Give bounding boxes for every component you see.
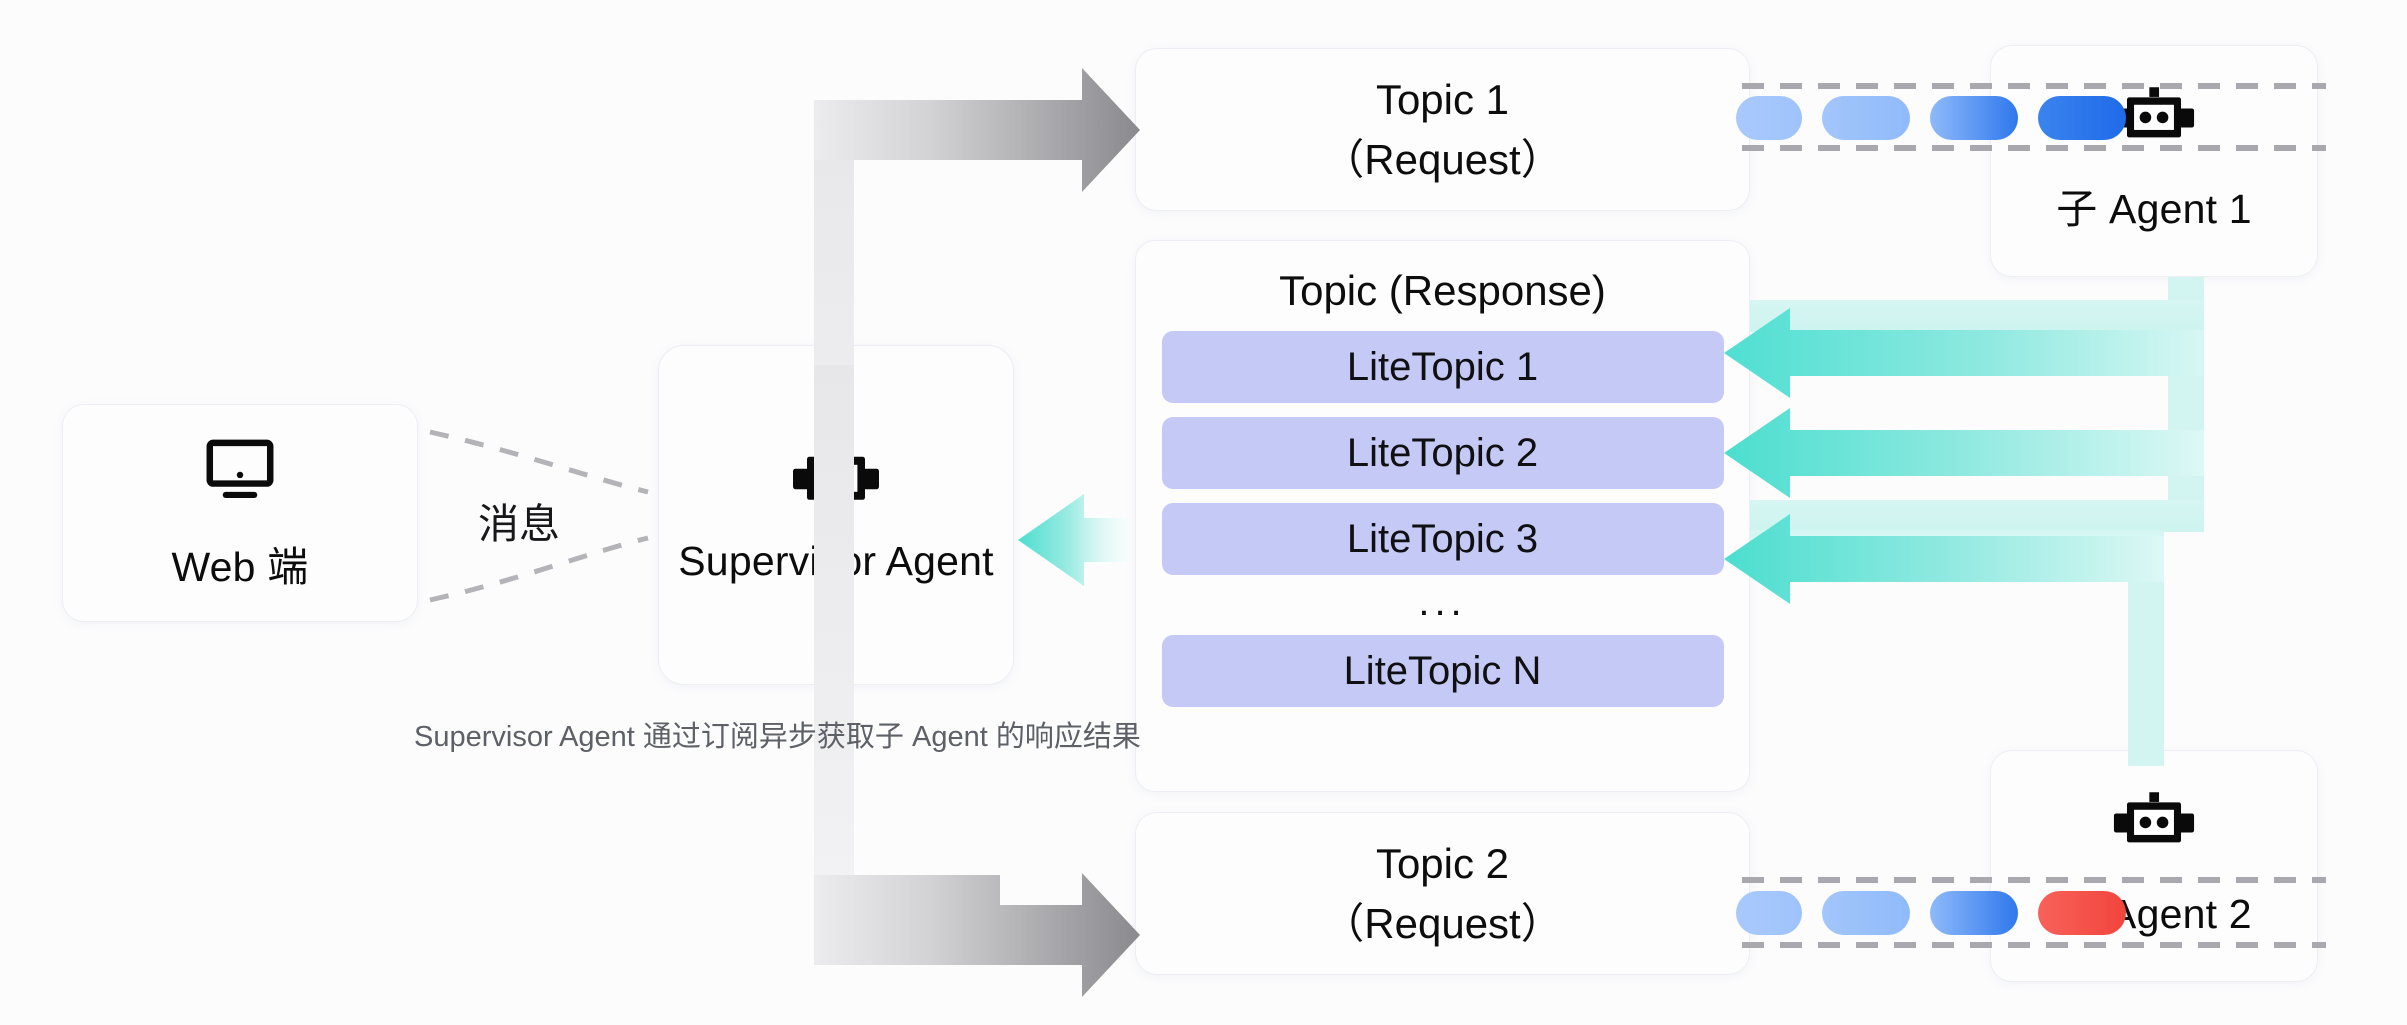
teal-arrow-litetopic-3: [1724, 514, 2164, 604]
topic-1-request-box[interactable]: Topic 1 （Request）: [1135, 48, 1750, 211]
litetopic-item[interactable]: LiteTopic N: [1161, 635, 1724, 707]
diagram-caption: Supervisor Agent 通过订阅异步获取子 Agent 的响应结果: [414, 721, 1141, 753]
node-label: Supervisor Agent: [678, 537, 994, 584]
teal-arrow-into-supervisor: [1018, 494, 1132, 586]
node-web-client[interactable]: Web 端: [62, 404, 418, 622]
message-label: 消息: [478, 501, 560, 547]
litetopic-item[interactable]: LiteTopic 1: [1161, 331, 1724, 403]
litetopic-item[interactable]: LiteTopic 2: [1161, 417, 1724, 489]
node-supervisor-agent[interactable]: Supervisor Agent: [658, 345, 1014, 685]
topic-subtitle: （Request）: [1322, 135, 1563, 183]
topic-title: Topic 2: [1375, 839, 1510, 887]
topic-2-request-box[interactable]: Topic 2 （Request）: [1135, 812, 1750, 975]
node-label: 子 Agent 1: [2056, 186, 2252, 232]
teal-arrow-litetopic-1: [1724, 308, 2204, 398]
teal-arrow-litetopic-2: [1724, 408, 2204, 498]
topic-subtitle: （Request）: [1322, 899, 1563, 947]
node-label: Web 端: [171, 544, 309, 590]
teal-route-agent1: [1750, 277, 2204, 532]
topic-title: Topic 1: [1375, 75, 1510, 123]
node-sub-agent-1[interactable]: 子 Agent 1: [1990, 45, 2318, 277]
litetopic-list: LiteTopic 1 LiteTopic 2 LiteTopic 3 ... …: [1136, 331, 1749, 721]
topic-response-title: Topic (Response): [1279, 267, 1606, 314]
litetopic-ellipsis: ...: [1418, 580, 1467, 624]
teal-route-agent2: [1750, 530, 2164, 766]
robot-icon: [2113, 792, 2195, 854]
robot-icon: [792, 445, 880, 512]
monitor-icon: [203, 433, 277, 507]
node-sub-agent-2[interactable]: 子 Agent 2: [1990, 750, 2318, 982]
node-label: 子 Agent 2: [2056, 891, 2252, 937]
litetopic-item[interactable]: LiteTopic 3: [1161, 503, 1724, 575]
robot-icon: [2113, 87, 2195, 149]
topic-response-box[interactable]: Topic (Response) LiteTopic 1 LiteTopic 2…: [1135, 240, 1750, 792]
